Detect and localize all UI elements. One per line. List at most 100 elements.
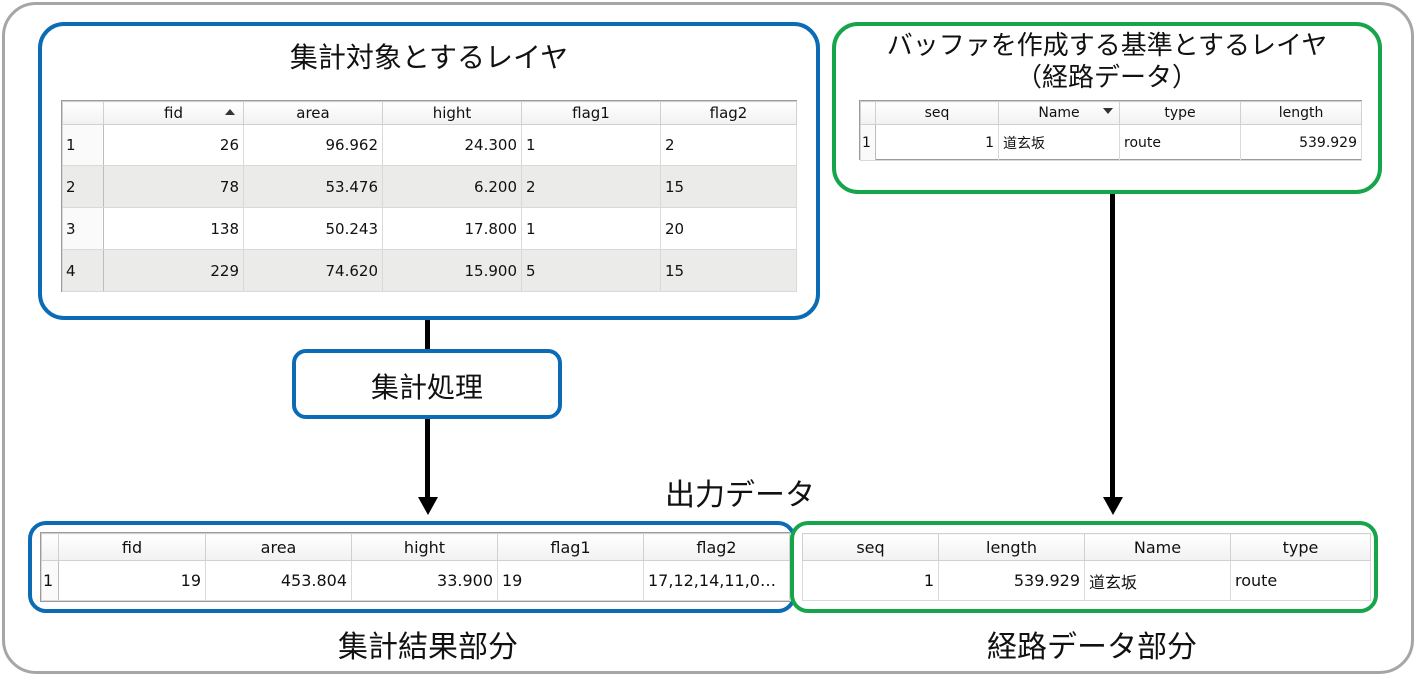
column-header-seq[interactable]: seq [875, 101, 999, 125]
column-header-type[interactable]: type [1119, 101, 1241, 125]
cell-type[interactable]: route [1230, 560, 1371, 601]
column-header-length[interactable]: length [938, 533, 1085, 561]
cell-type[interactable]: route [1119, 124, 1241, 161]
column-header-label: area [260, 537, 297, 557]
column-header-label: fid [121, 537, 143, 557]
buffer-arrowhead [1103, 497, 1123, 515]
column-header-fid[interactable]: fid [58, 533, 206, 561]
table-row[interactable]: 1 19 453.804 33.900 19 17,12,14,11,0… [41, 560, 790, 601]
buffer-layer-title: バッファを作成する基準とするレイヤ （経路データ） [832, 30, 1382, 94]
cell-hight[interactable]: 33.900 [351, 560, 498, 601]
table-row[interactable]: 2 78 53.476 6.200 2 15 [62, 165, 797, 208]
column-header-type[interactable]: type [1230, 533, 1371, 561]
cell-fid[interactable]: 19 [58, 560, 206, 601]
process-arrowhead [418, 497, 438, 515]
cell-flag2[interactable]: 15 [660, 249, 797, 292]
process-box [292, 349, 562, 419]
column-header-area[interactable]: area [205, 533, 352, 561]
aggregate-result-table: fid area hight flag1 flag2 1 19 453.804 … [41, 533, 790, 601]
cell-fid[interactable]: 138 [103, 207, 244, 250]
table-row[interactable]: 1 1 道玄坂 route 539.929 [860, 124, 1362, 161]
cell-flag1[interactable]: 5 [521, 249, 661, 292]
process-label: 集計処理 [370, 371, 483, 404]
cell-hight[interactable]: 17.800 [382, 207, 522, 250]
source-layer-title: 集計対象とするレイヤ [289, 41, 569, 74]
cell-length[interactable]: 539.929 [1240, 124, 1362, 161]
column-header-label: Name [1038, 105, 1080, 121]
column-header-label: type [1282, 537, 1319, 557]
cell-hight[interactable]: 6.200 [382, 165, 522, 208]
column-header-flag1[interactable]: flag1 [497, 533, 644, 561]
column-header-hight[interactable]: hight [382, 101, 522, 125]
column-header-label: Name [1133, 537, 1182, 557]
cell-flag1[interactable]: 2 [521, 165, 661, 208]
row-number[interactable]: 4 [62, 249, 104, 292]
cell-area[interactable]: 96.962 [243, 124, 383, 166]
column-header-label: length [1278, 105, 1324, 121]
column-header-name[interactable]: Name [1084, 533, 1231, 561]
cell-area[interactable]: 50.243 [243, 207, 383, 250]
table-row[interactable]: 3 138 50.243 17.800 1 20 [62, 207, 797, 250]
column-header-label: area [296, 104, 330, 122]
cell-hight[interactable]: 24.300 [382, 124, 522, 166]
source-layer-table-border [61, 100, 797, 292]
column-header-label: hight [403, 537, 446, 557]
column-header-flag2[interactable]: flag2 [643, 533, 790, 561]
row-number[interactable]: 3 [62, 207, 104, 250]
column-header-label: seq [924, 105, 950, 121]
cell-flag2[interactable]: 2 [660, 124, 797, 166]
cell-flag1[interactable]: 1 [521, 207, 661, 250]
aggregate-result-caption: 集計結果部分 [338, 630, 518, 665]
column-header-flag1[interactable]: flag1 [521, 101, 661, 125]
table-row[interactable]: 1 26 96.962 24.300 1 2 [62, 124, 797, 166]
route-data-caption: 経路データ部分 [987, 630, 1197, 665]
cell-area[interactable]: 453.804 [205, 560, 352, 601]
column-header-label: seq [856, 537, 885, 557]
column-header-label: type [1164, 105, 1196, 121]
route-data-table: seq length Name type 1 539.929 道玄坂 route [802, 533, 1371, 601]
table-header-row: seq Name type length [860, 101, 1362, 125]
buffer-layer-title-line1: バッファを作成する基準とするレイヤ [886, 31, 1328, 61]
cell-flag2[interactable]: 15 [660, 165, 797, 208]
buffer-layer-table: seq Name type length 1 1 道玄坂 route 539.9… [860, 101, 1362, 161]
cell-area[interactable]: 74.620 [243, 249, 383, 292]
corner-cell[interactable] [41, 533, 59, 561]
column-header-label: flag2 [709, 104, 748, 122]
cell-seq[interactable]: 1 [875, 124, 999, 161]
row-number[interactable]: 1 [860, 124, 876, 161]
table-row[interactable]: 4 229 74.620 15.900 5 15 [62, 249, 797, 292]
row-number[interactable]: 1 [62, 124, 104, 166]
cell-flag1[interactable]: 19 [497, 560, 644, 601]
column-header-length[interactable]: length [1240, 101, 1362, 125]
cell-flag1[interactable]: 1 [521, 124, 661, 166]
column-header-fid[interactable]: fid [103, 101, 244, 125]
cell-flag2[interactable]: 20 [660, 207, 797, 250]
sort-ascending-icon [225, 109, 235, 115]
column-header-seq[interactable]: seq [802, 533, 939, 561]
corner-cell[interactable] [860, 101, 876, 125]
cell-name[interactable]: 道玄坂 [998, 124, 1120, 161]
row-number[interactable]: 2 [62, 165, 104, 208]
cell-fid[interactable]: 26 [103, 124, 244, 166]
cell-hight[interactable]: 15.900 [382, 249, 522, 292]
cell-area[interactable]: 53.476 [243, 165, 383, 208]
column-header-name[interactable]: Name [998, 101, 1120, 125]
corner-cell[interactable] [62, 101, 104, 125]
table-row[interactable]: 1 539.929 道玄坂 route [802, 560, 1371, 601]
table-header-row: fid area hight flag1 flag2 [41, 533, 790, 561]
sort-descending-icon [1103, 108, 1113, 114]
column-header-label: flag1 [550, 537, 591, 557]
column-header-label: length [986, 537, 1037, 557]
column-header-flag2[interactable]: flag2 [660, 101, 797, 125]
cell-fid[interactable]: 229 [103, 249, 244, 292]
table-header-row: fid area hight flag1 flag2 [62, 101, 797, 125]
column-header-hight[interactable]: hight [351, 533, 498, 561]
cell-length[interactable]: 539.929 [938, 560, 1085, 601]
cell-name[interactable]: 道玄坂 [1084, 560, 1231, 601]
column-header-label: hight [432, 104, 472, 122]
cell-fid[interactable]: 78 [103, 165, 244, 208]
cell-flag2[interactable]: 17,12,14,11,0… [643, 560, 790, 601]
column-header-area[interactable]: area [243, 101, 383, 125]
row-number[interactable]: 1 [41, 560, 59, 601]
cell-seq[interactable]: 1 [802, 560, 939, 601]
